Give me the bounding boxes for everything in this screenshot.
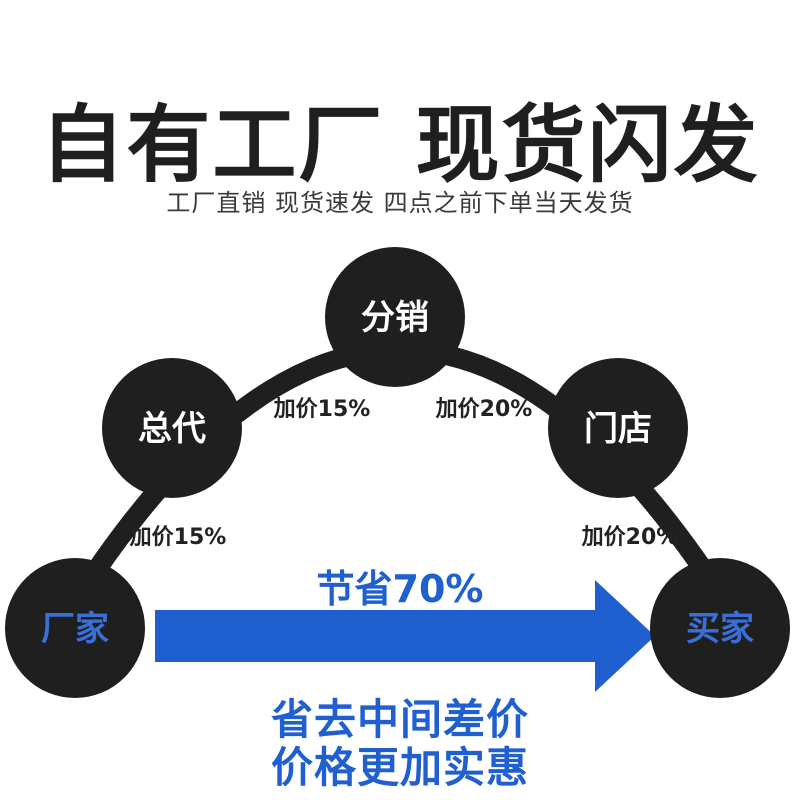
node-store-label: 门店 bbox=[584, 409, 652, 449]
node-buyer: 买家 bbox=[650, 558, 790, 698]
savings-label: 节省70% bbox=[317, 567, 484, 611]
node-general-agent-circle bbox=[102, 358, 242, 498]
node-store: 门店 bbox=[548, 358, 688, 498]
node-buyer-label: 买家 bbox=[686, 609, 754, 649]
page-subtitle: 工厂直销 现货速发 四点之前下单当天发货 bbox=[166, 189, 634, 217]
node-general-agent: 总代 bbox=[102, 358, 242, 498]
footer-line-1: 省去中间差价 bbox=[270, 695, 529, 744]
node-store-circle bbox=[548, 358, 688, 498]
node-general-agent-label: 总代 bbox=[138, 409, 206, 449]
markup-distribution-to-store: 加价20% bbox=[435, 397, 533, 422]
node-distribution: 分销 bbox=[325, 247, 465, 387]
node-factory-circle bbox=[5, 558, 145, 698]
node-distribution-label: 分销 bbox=[361, 298, 429, 338]
node-buyer-circle bbox=[650, 558, 790, 698]
node-factory: 厂家 bbox=[5, 558, 145, 698]
markup-agent-to-distribution: 加价15% bbox=[273, 397, 371, 422]
node-distribution-circle bbox=[325, 247, 465, 387]
markup-store-to-buyer: 加价20% bbox=[581, 525, 679, 550]
footer-line-2: 价格更加实惠 bbox=[270, 743, 529, 792]
node-factory-label: 厂家 bbox=[41, 609, 109, 649]
markup-factory-to-agent: 加价15% bbox=[129, 525, 227, 550]
page-title: 自有工厂 现货闪发 bbox=[40, 96, 760, 194]
savings-arrow bbox=[155, 580, 655, 692]
